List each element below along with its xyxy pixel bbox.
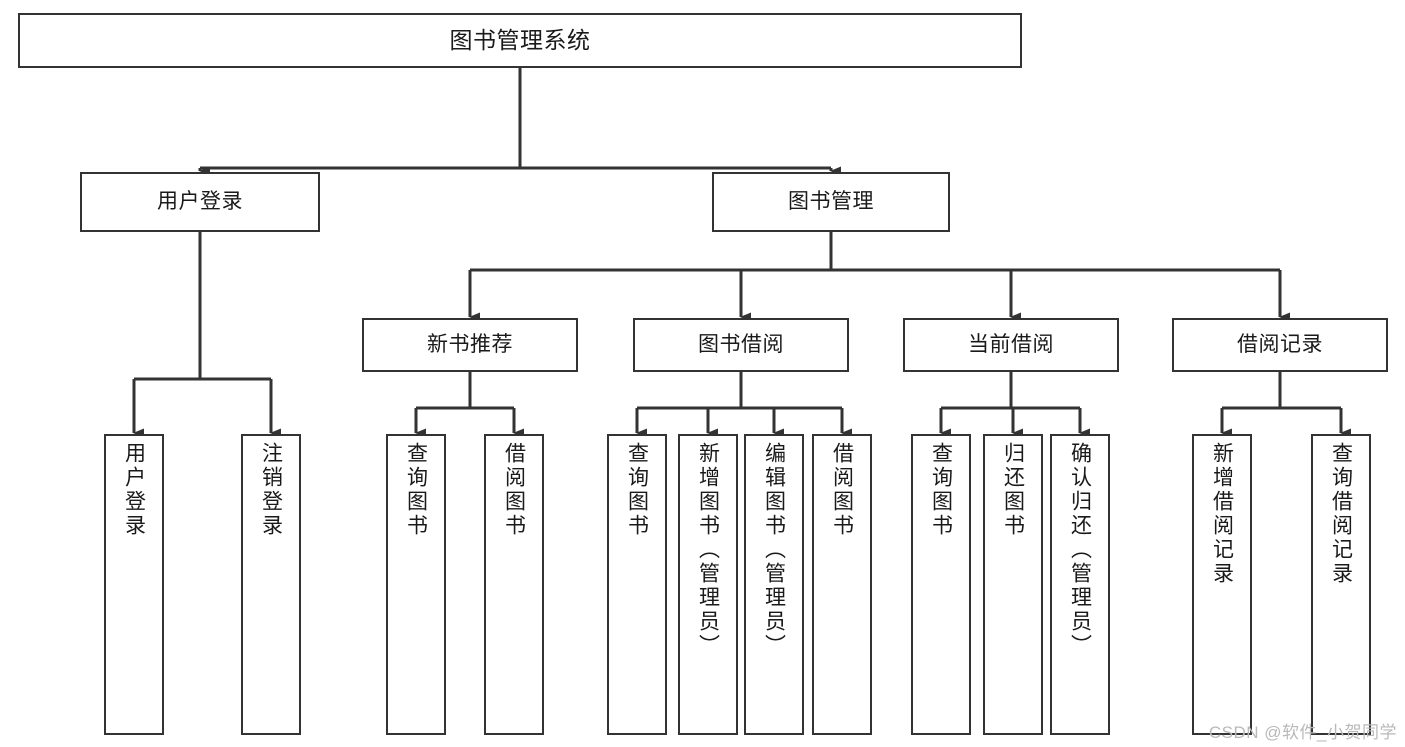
node-label-leaf-add-book: 新增图书（管理员） — [696, 442, 720, 658]
node-leaf-query-book-current[interactable]: 查询图书 — [911, 434, 971, 735]
node-label-new-book-recommend: 新书推荐 — [427, 332, 513, 356]
node-root[interactable]: 图书管理系统 — [18, 13, 1022, 68]
node-label-leaf-borrow-book: 借阅图书 — [830, 442, 854, 538]
node-leaf-user-logout[interactable]: 注销登录 — [241, 434, 301, 735]
node-label-current-borrow: 当前借阅 — [968, 332, 1054, 356]
node-label-leaf-add-borrow-record: 新增借阅记录 — [1210, 442, 1234, 586]
node-leaf-query-book-recommend[interactable]: 查询图书 — [386, 434, 446, 735]
node-leaf-return-book[interactable]: 归还图书 — [983, 434, 1043, 735]
node-label-leaf-borrow-book-recommend: 借阅图书 — [502, 442, 526, 538]
node-leaf-user-login[interactable]: 用户登录 — [104, 434, 164, 735]
node-label-leaf-query-borrow-record: 查询借阅记录 — [1329, 442, 1353, 586]
node-label-book-borrow: 图书借阅 — [698, 332, 784, 356]
node-label-leaf-query-book-recommend: 查询图书 — [404, 442, 428, 538]
node-leaf-add-borrow-record[interactable]: 新增借阅记录 — [1192, 434, 1252, 735]
node-label-book-manage: 图书管理 — [788, 189, 874, 213]
node-label-leaf-user-login: 用户登录 — [122, 442, 146, 538]
node-leaf-edit-book[interactable]: 编辑图书（管理员） — [744, 434, 804, 735]
node-borrow-record[interactable]: 借阅记录 — [1172, 318, 1388, 372]
node-label-leaf-return-book: 归还图书 — [1001, 442, 1025, 538]
node-label-leaf-query-book-borrow: 查询图书 — [625, 442, 649, 538]
node-new-book-recommend[interactable]: 新书推荐 — [362, 318, 578, 372]
node-leaf-query-borrow-record[interactable]: 查询借阅记录 — [1311, 434, 1371, 735]
node-leaf-add-book[interactable]: 新增图书（管理员） — [678, 434, 738, 735]
edge-group — [132, 68, 1351, 438]
node-label-leaf-query-book-current: 查询图书 — [929, 442, 953, 538]
node-book-borrow[interactable]: 图书借阅 — [633, 318, 849, 372]
node-label-leaf-confirm-return: 确认归还（管理员） — [1068, 442, 1092, 658]
node-label-user-login: 用户登录 — [157, 189, 243, 213]
node-leaf-confirm-return[interactable]: 确认归还（管理员） — [1050, 434, 1110, 735]
node-current-borrow[interactable]: 当前借阅 — [903, 318, 1119, 372]
node-leaf-borrow-book[interactable]: 借阅图书 — [812, 434, 872, 735]
node-leaf-borrow-book-recommend[interactable]: 借阅图书 — [484, 434, 544, 735]
node-label-root: 图书管理系统 — [449, 26, 591, 53]
node-label-leaf-edit-book: 编辑图书（管理员） — [762, 442, 786, 658]
node-leaf-query-book-borrow[interactable]: 查询图书 — [607, 434, 667, 735]
node-label-borrow-record: 借阅记录 — [1237, 332, 1323, 356]
watermark-label: CSDN @软件_小贺同学 — [1208, 723, 1397, 742]
node-user-login[interactable]: 用户登录 — [80, 172, 320, 232]
node-book-manage[interactable]: 图书管理 — [712, 172, 950, 232]
node-label-leaf-user-logout: 注销登录 — [259, 442, 283, 538]
